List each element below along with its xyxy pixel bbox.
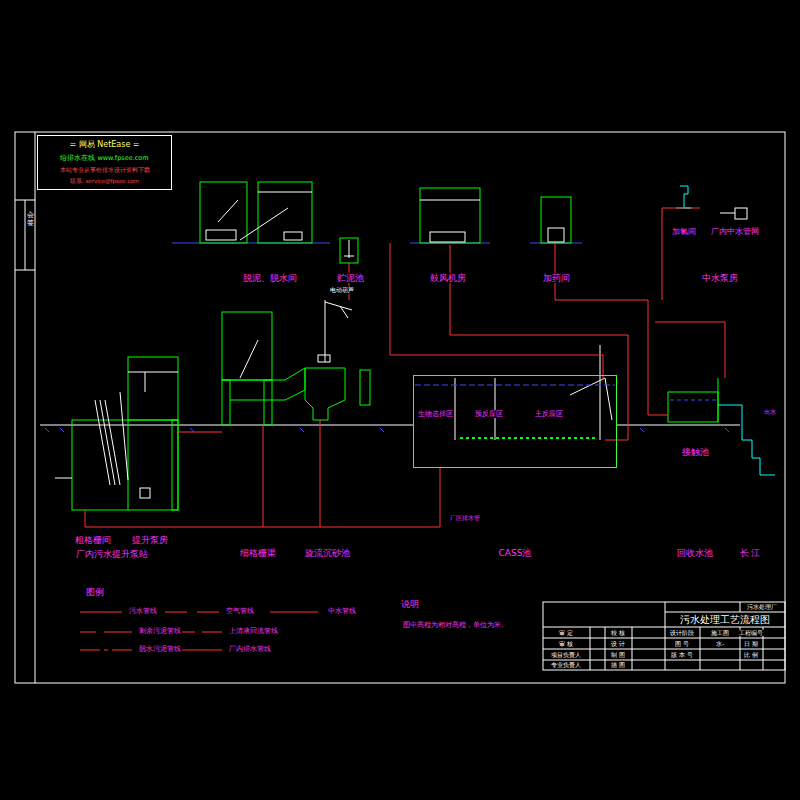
title-block-cell: 设 计: [610, 640, 626, 647]
structure-label: 长 江: [739, 548, 762, 558]
legend-text: 上清液回流管线: [228, 628, 279, 635]
legend-samples: [80, 612, 318, 650]
title-block-cell: 图 号: [674, 640, 690, 647]
legend-text: 脱水污泥管线: [138, 646, 182, 653]
structure-label: 出水: [763, 409, 777, 416]
watermark-box: = 网易 NetEase = 给排水在线 www.fpsee.com 本站专业从事给…: [37, 135, 172, 190]
title-block-cell: 污水处理厂: [746, 604, 778, 611]
title-block-cell: 设计阶段: [669, 629, 695, 636]
title-block-cell: 工程编号: [738, 629, 764, 635]
structure-label: 鼓风机房: [429, 273, 467, 283]
drawing-title: 污水处理工艺流程图: [679, 614, 771, 626]
title-block-cell: 比 例: [743, 651, 759, 658]
node-text: = 网易 NetEase =: [68, 140, 140, 149]
node-text: 给排水在线 www.fpsee.com: [59, 155, 149, 162]
node-text: 联系: service@fpsee.com: [69, 178, 140, 184]
title-block-cell: 施工图: [710, 629, 730, 636]
node-text: 生物选择区: [417, 410, 454, 418]
legend-text: 中水管线: [327, 608, 357, 615]
title-block-cell: 审 核: [558, 640, 574, 647]
sign-off-label: 会签: [27, 212, 34, 227]
structure-label: 加药间: [542, 273, 571, 283]
title-block-cell: 描 图: [610, 662, 626, 669]
structure-label: 厂区排水管: [449, 515, 481, 522]
title-block-cell: 校 核: [610, 629, 626, 636]
structure-label: 脱泥、脱水间: [242, 273, 298, 283]
section-heading: 图例: [85, 587, 105, 597]
legend-text: 空气管线: [225, 608, 255, 615]
structure-label: 提升泵房: [131, 535, 169, 545]
structure-label: 粗格栅间: [74, 535, 112, 545]
title-block-cell: 审 定: [558, 629, 574, 636]
node-text: 预反应区: [474, 410, 504, 418]
structure-label: CASS池: [498, 548, 533, 558]
structure-label: 中水泵房: [701, 273, 739, 283]
title-block-cell: 水-: [715, 640, 725, 647]
legend-text: 污水管线: [128, 608, 158, 615]
structure-label: 厂内污水提升泵站: [75, 549, 149, 559]
structure-label: 厂内中水管网: [710, 227, 760, 236]
title-block-cell: 制 图: [610, 651, 626, 658]
structure-label: 贮泥池: [336, 273, 365, 283]
title-block-cell: 项目负责人: [550, 651, 582, 658]
structure-label: 回收水池: [676, 548, 714, 558]
structure-label: 加氯间: [671, 227, 697, 236]
structure-label: 电动葫芦: [329, 287, 355, 294]
tank-box: 生物选择区 预反应区 主反应区: [413, 375, 617, 468]
node-text: 本站专业从事给排水设计资料下载: [59, 167, 151, 173]
section-heading: 说明: [400, 599, 420, 609]
note-text: 图中高程为相对高程，单位为米。: [402, 621, 509, 629]
legend-text: 厂内排水管线: [228, 646, 272, 653]
structure-label: 接触池: [681, 447, 710, 457]
title-block-cell: 专业负责人: [550, 662, 582, 669]
node-text: 主反应区: [534, 410, 564, 418]
structure-label: 旋流沉砂池: [304, 548, 351, 558]
title-block-cell: 日 期: [743, 640, 759, 647]
title-block-cell: 版 本 号: [670, 651, 694, 658]
structure-label: 细格栅渠: [239, 548, 277, 558]
legend-text: 剩余污泥管线: [138, 628, 182, 635]
